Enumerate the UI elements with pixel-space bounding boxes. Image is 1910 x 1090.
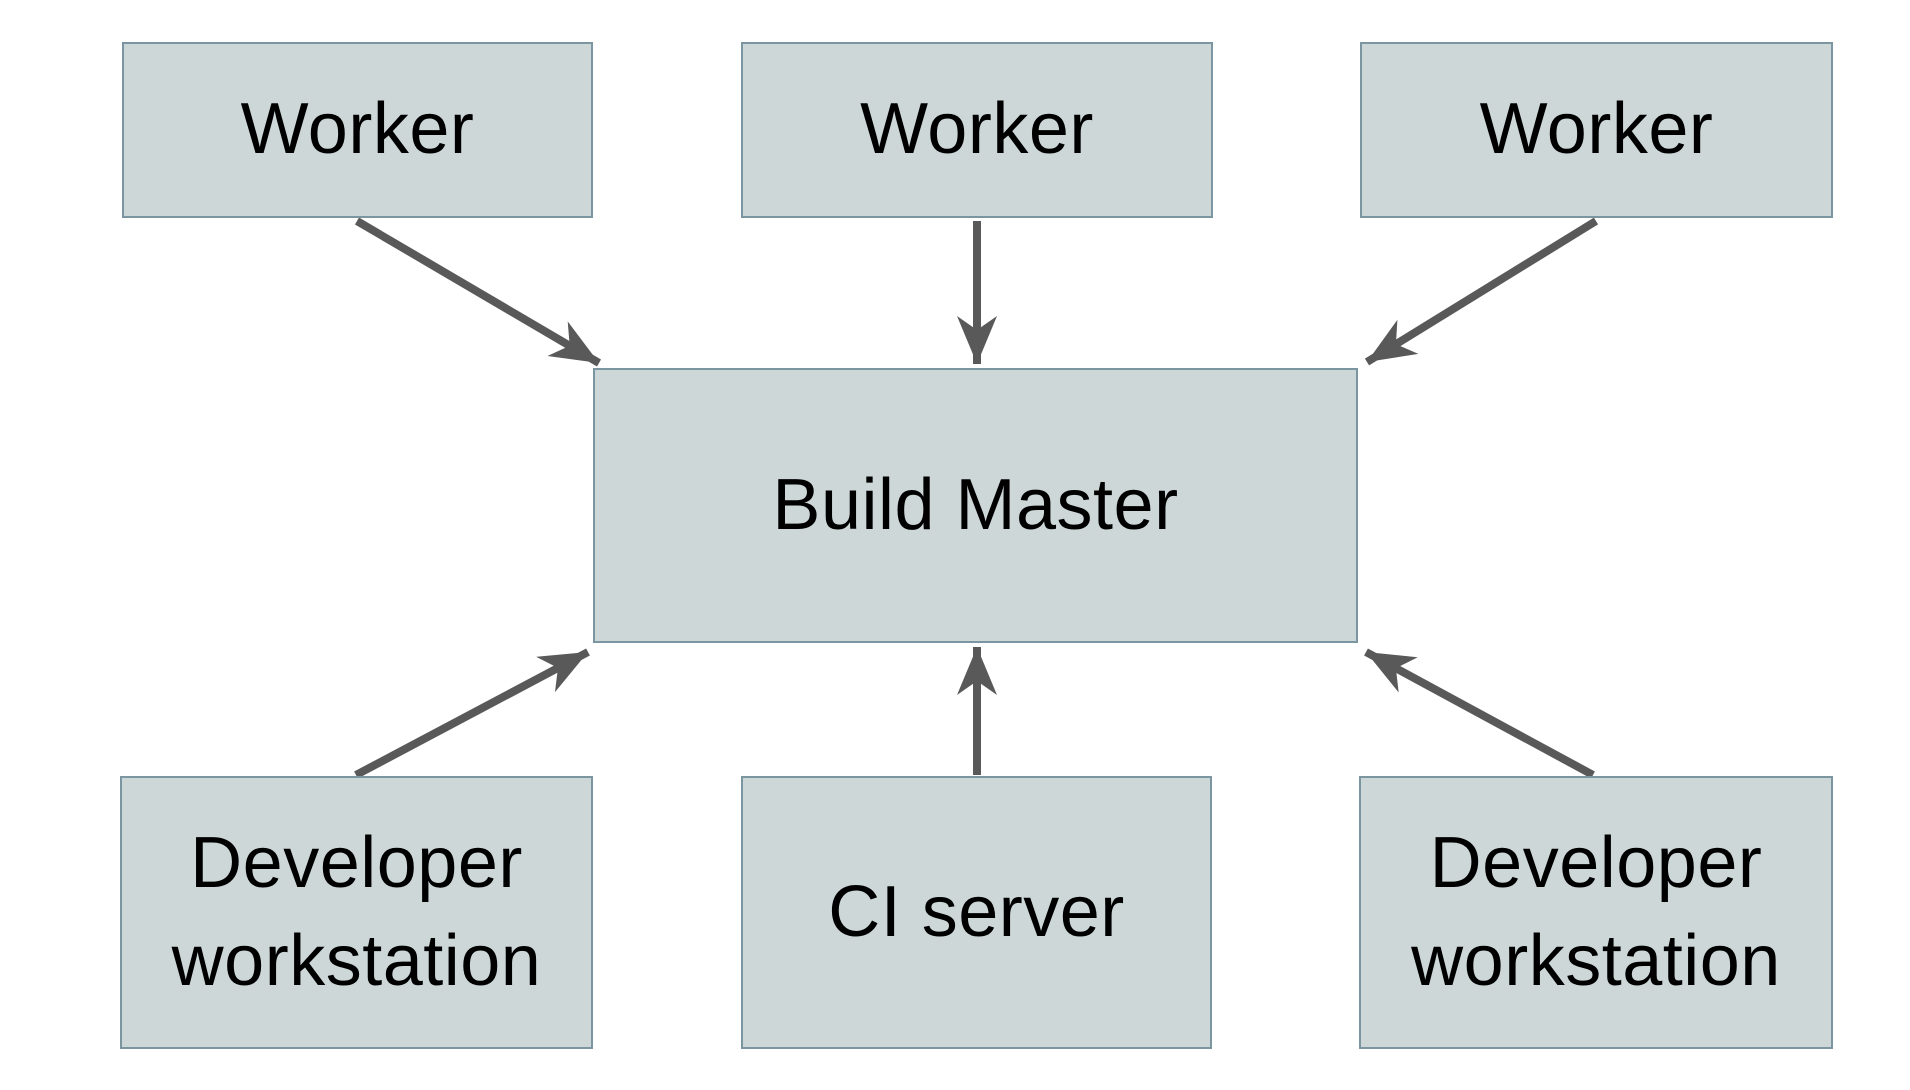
node-build-master-label: Build Master bbox=[772, 464, 1179, 545]
arrow-devright-to-buildmaster bbox=[1364, 648, 1595, 779]
node-ci-server-label: CI server bbox=[828, 871, 1125, 952]
arrow-devleft-to-buildmaster bbox=[354, 648, 590, 779]
node-worker-2: Worker bbox=[741, 42, 1213, 218]
node-developer-workstation-left: Developer workstation bbox=[120, 776, 593, 1049]
node-build-master: Build Master bbox=[593, 368, 1358, 643]
node-ci-server: CI server bbox=[741, 776, 1212, 1049]
node-developer-workstation-left-label: Developer workstation bbox=[171, 822, 542, 1001]
arrow-worker3-to-buildmaster bbox=[1364, 217, 1599, 366]
node-developer-workstation-right-label: Developer workstation bbox=[1411, 822, 1781, 1001]
node-developer-workstation-right: Developer workstation bbox=[1359, 776, 1833, 1049]
node-worker-1-label: Worker bbox=[240, 89, 475, 170]
node-worker-1: Worker bbox=[122, 42, 593, 218]
node-worker-3: Worker bbox=[1360, 42, 1833, 218]
node-worker-2-label: Worker bbox=[860, 89, 1094, 170]
arrow-worker1-to-buildmaster bbox=[354, 217, 602, 367]
node-worker-3-label: Worker bbox=[1479, 89, 1714, 170]
